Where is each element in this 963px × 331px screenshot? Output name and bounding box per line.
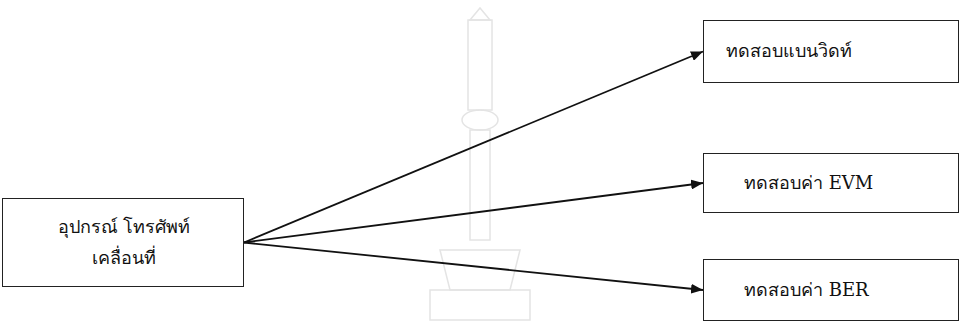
- arrow-connector: [244, 52, 703, 243]
- box-label: อุปกรณ์ โทรศัพท์เคลื่อนที่: [49, 212, 199, 273]
- test-box: ทดสอบค่า BER: [703, 259, 959, 321]
- arrow-connector: [244, 243, 703, 291]
- box-label: ทดสอบแบนวิดท์: [726, 36, 948, 67]
- arrow-connector: [244, 183, 703, 243]
- test-box: ทดสอบแบนวิดท์: [703, 20, 959, 83]
- box-label: ทดสอบค่า BER: [744, 275, 948, 306]
- box-label: ทดสอบค่า EVM: [744, 168, 948, 199]
- test-box: ทดสอบค่า EVM: [703, 153, 959, 213]
- watermark-emblem: [430, 8, 530, 320]
- device-box: อุปกรณ์ โทรศัพท์เคลื่อนที่: [2, 198, 244, 287]
